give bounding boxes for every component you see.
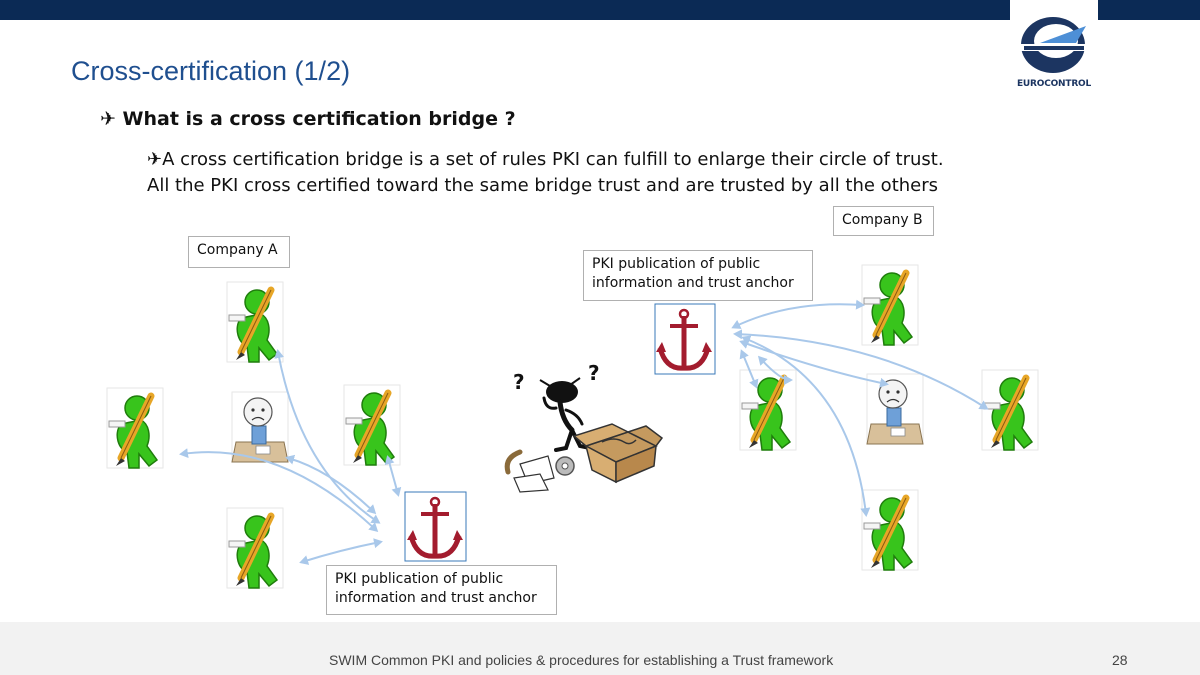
trust-arrows-left <box>179 349 402 565</box>
pki-publication-bottom-line2: information and trust anchor <box>335 590 537 606</box>
plane-bullet-icon: ✈ <box>100 108 116 130</box>
user-icon-left-top <box>227 282 283 362</box>
bullet-definition-line1-text: A cross certification bridge is a set of… <box>162 149 944 170</box>
bullet-definition-line2: All the PKI cross certified toward the s… <box>147 175 939 196</box>
bullet-definition-line1: ✈A cross certification bridge is a set o… <box>147 147 1027 173</box>
user-icon-right-bottom <box>862 490 918 570</box>
trust-arrows-right <box>731 299 989 517</box>
user-icon-left-bottom <box>227 508 283 588</box>
company-a-label: Company A <box>188 236 290 268</box>
question-mark-left: ? <box>513 370 525 394</box>
pki-publication-top-line2: information and trust anchor <box>592 275 794 291</box>
bullet-definition: ✈A cross certification bridge is a set o… <box>147 147 1027 199</box>
cross-certification-diagram: ? ? <box>0 0 1200 622</box>
open-box-icon <box>572 423 664 484</box>
anchor-box-top <box>655 303 716 375</box>
bullet-question-text: What is a cross certification bridge ? <box>122 108 516 130</box>
confused-user-icon-left <box>231 391 289 463</box>
page-number: 28 <box>1112 652 1128 668</box>
user-icon-right-left <box>740 370 796 450</box>
user-icon-left-right <box>344 385 400 465</box>
user-icon-left-middle <box>107 388 163 468</box>
pki-publication-label-top: PKI publication of public information an… <box>583 250 813 301</box>
confused-user-icon-right <box>866 373 924 445</box>
anchor-box-bottom <box>404 491 467 562</box>
eurocontrol-logo-icon <box>1020 17 1090 73</box>
eurocontrol-logo <box>1010 0 1098 98</box>
pki-publication-top-line1: PKI publication of public <box>592 256 761 272</box>
pki-publication-label-bottom: PKI publication of public information an… <box>326 565 557 615</box>
pki-publication-bottom-line1: PKI publication of public <box>335 571 504 587</box>
page-title: Cross-certification (1/2) <box>71 56 351 86</box>
bullet-question: ✈ What is a cross certification bridge ? <box>100 108 516 130</box>
logo-text: EUROCONTROL <box>1016 79 1092 89</box>
footer-text: SWIM Common PKI and policies & procedure… <box>329 652 834 668</box>
footer-bar <box>0 622 1200 675</box>
scattered-parts-icon <box>504 449 575 493</box>
user-icon-right-right <box>982 370 1038 450</box>
question-mark-right: ? <box>588 361 600 385</box>
company-b-label: Company B <box>833 206 934 236</box>
user-icon-right-top <box>862 265 918 345</box>
top-bar <box>0 0 1200 20</box>
plane-bullet-icon: ✈ <box>147 149 163 170</box>
